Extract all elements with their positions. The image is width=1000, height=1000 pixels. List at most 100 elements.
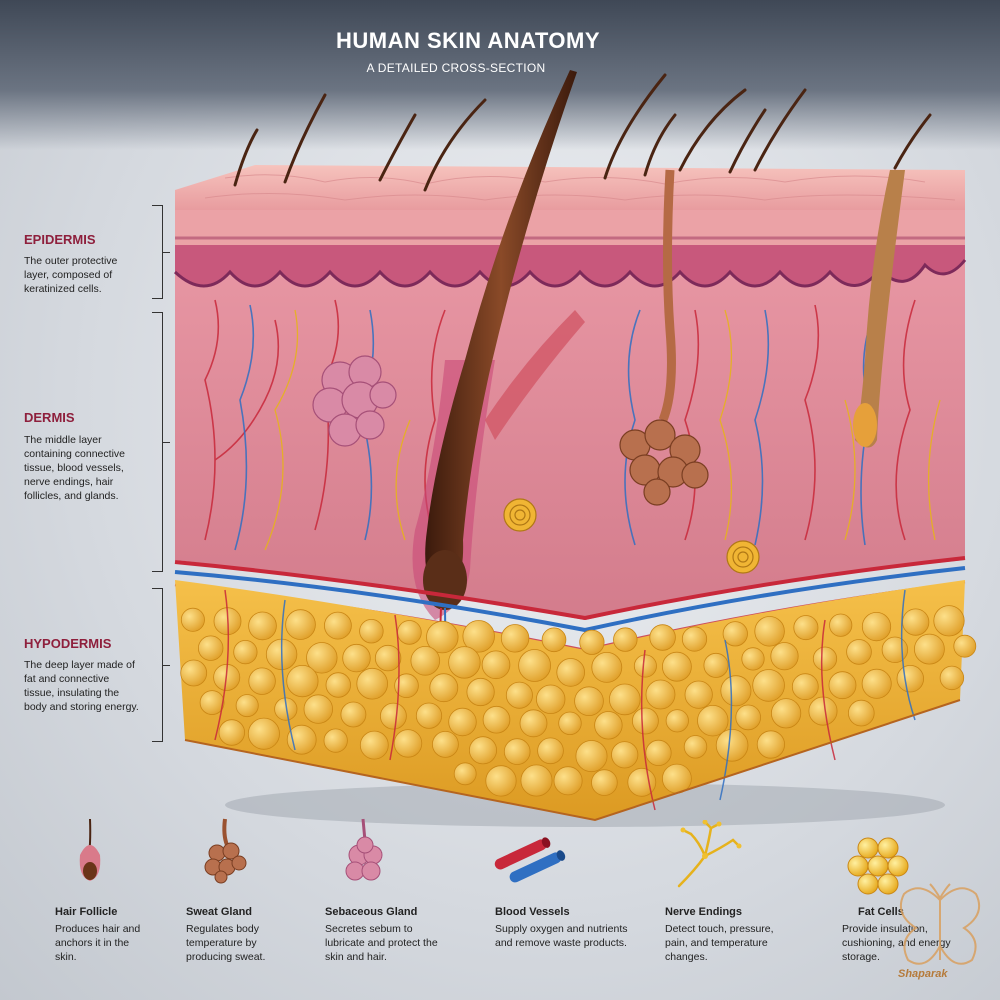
fat-cell (627, 767, 657, 797)
dermis-description: The middle layer containing connective t… (24, 434, 125, 502)
fat-cell (481, 650, 511, 680)
fat-cell (500, 624, 530, 653)
fat-cell (720, 675, 752, 707)
page-subtitle: A DETAILED CROSS-SECTION (366, 61, 546, 75)
fat-cell (594, 711, 623, 740)
legend-sweat-gland-description: Regulates body temperature by producing … (186, 923, 266, 963)
fat-cell (199, 690, 225, 715)
fat-cell (325, 672, 352, 698)
fat-cell (681, 626, 708, 652)
fat-cell (180, 607, 205, 632)
fat-cell (633, 654, 657, 678)
nerve-endings-icon (677, 820, 742, 888)
fat-cell (233, 639, 258, 665)
sebaceous-gland (312, 355, 397, 447)
fat-cell (631, 707, 659, 735)
fat-cell (415, 702, 443, 729)
fat-cell (575, 740, 608, 773)
butterfly-logo (900, 883, 980, 965)
fat-cell (556, 658, 586, 687)
fat-cell (741, 647, 765, 671)
fat-cell (722, 621, 748, 647)
blood-vessels-icon (494, 837, 566, 883)
fat-cell (846, 639, 872, 665)
hypodermis-bracket (152, 588, 170, 742)
fat-cell (180, 659, 208, 687)
hypodermis-description: The deep layer made of fat and connectiv… (24, 659, 139, 713)
fat-cell (468, 736, 497, 765)
fat-cell (752, 669, 785, 702)
dermis-label: DERMIS (24, 410, 75, 425)
hair-follicle-icon (79, 818, 101, 881)
watermark-text: Shaparak (898, 968, 948, 980)
fat-cell (426, 620, 459, 654)
fat-cell (286, 664, 319, 698)
fat-cell (359, 730, 389, 760)
fat-cell (808, 696, 838, 726)
fat-cell (756, 730, 786, 759)
fat-cell (812, 646, 838, 671)
sebaceous-gland-icon (345, 818, 383, 881)
fat-cell (591, 652, 623, 683)
legend-sweat-gland-title: Sweat Gland (186, 906, 253, 918)
fat-cell (613, 627, 638, 652)
legend-hair-follicle-description: Produces hair and anchors it in the skin… (55, 923, 141, 963)
fat-cell (735, 704, 761, 731)
fat-cell (896, 665, 925, 693)
fat-cell (861, 668, 892, 699)
fat-cell (829, 613, 853, 637)
fat-cell (379, 702, 407, 730)
fat-cell (579, 629, 605, 655)
legend-hair-follicle-title: Hair Follicle (55, 906, 118, 918)
fat-cell (286, 724, 317, 755)
fat-cell (248, 667, 276, 695)
fat-cell (393, 729, 423, 758)
fat-cell (248, 611, 277, 641)
fat-cell (793, 615, 819, 641)
fat-cell (703, 652, 729, 678)
fat-cell (953, 634, 977, 658)
fat-cell (683, 735, 708, 759)
epidermis-description: The outer protective layer, composed of … (24, 255, 118, 295)
fat-cell (536, 684, 566, 715)
fat-cell (715, 728, 749, 762)
legend-sebaceous-gland-description: Secretes sebum to lubricate and protect … (325, 923, 438, 963)
fat-cell (303, 694, 334, 724)
fat-cell (410, 645, 441, 676)
fat-cell (861, 611, 892, 642)
fat-cell (914, 633, 945, 665)
fat-cell (537, 737, 564, 765)
fat-cell (247, 717, 280, 750)
fat-cell (429, 673, 459, 703)
fat-cell (431, 731, 459, 758)
fat-cell (198, 635, 224, 661)
fat-cell (518, 649, 552, 682)
legend-sebaceous-gland-title: Sebaceous Gland (325, 906, 418, 918)
fat-cell (466, 677, 495, 707)
fat-cell (505, 681, 533, 709)
fat-cell (274, 697, 298, 721)
fat-cell (553, 766, 583, 796)
legend-blood-vessels-description: Supply oxygen and nutrients and remove w… (495, 923, 628, 949)
legend-nerve-endings-description: Detect touch, pressure, pain, and temper… (665, 923, 774, 963)
fat-cell (285, 609, 316, 640)
fat-cell (503, 738, 531, 765)
fat-cell (520, 764, 553, 797)
fat-cell (359, 619, 384, 644)
sweat-gland (619, 419, 709, 506)
fat-cell (665, 709, 689, 733)
epidermis-bracket (152, 205, 170, 299)
fat-cell (306, 642, 338, 674)
legend-blood-vessels-title: Blood Vessels (495, 906, 570, 918)
fat-cell (847, 699, 875, 727)
fat-cell (828, 671, 857, 700)
legend-fat-cells-description: Provide insulation, cushioning, and ener… (842, 923, 951, 963)
fat-cell (541, 627, 567, 653)
fat-cell (342, 643, 371, 673)
fat-cell (933, 605, 965, 637)
fat-cell (649, 624, 676, 651)
fat-cell (453, 762, 477, 786)
legend-fat-cells-title: Fat Cells (858, 906, 904, 918)
fat-cell (485, 765, 517, 797)
page-title: HUMAN SKIN ANATOMY (335, 28, 601, 53)
